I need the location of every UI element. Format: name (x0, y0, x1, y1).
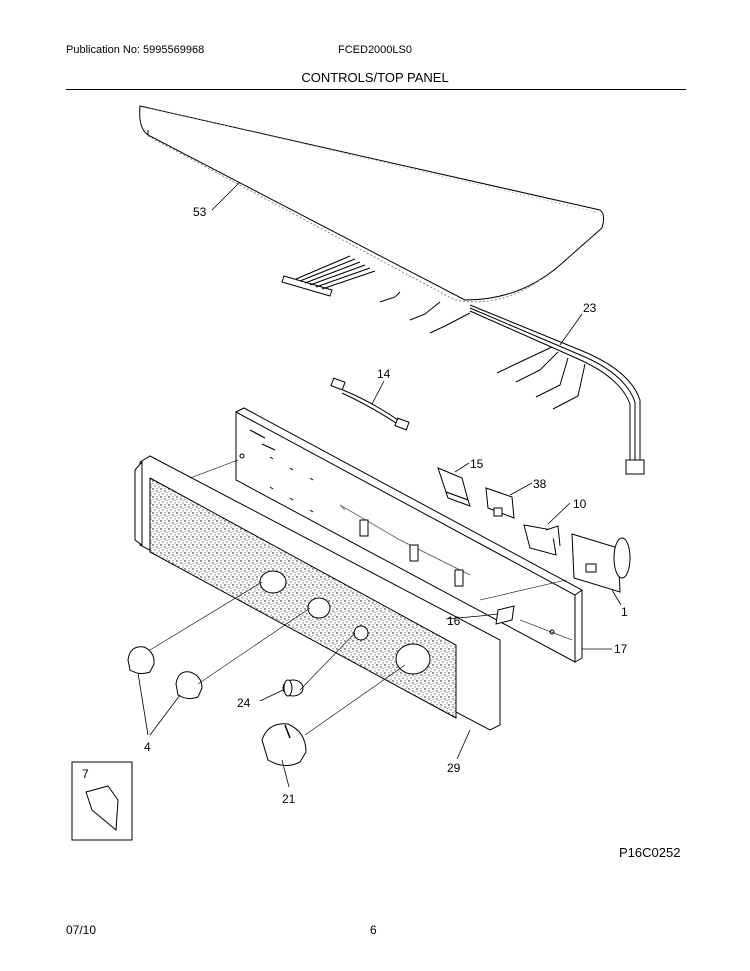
model-number: FCED2000LS0 (338, 44, 412, 56)
callout-7: 7 (82, 767, 89, 781)
footer-date: 07/10 (66, 923, 97, 937)
switch-part-10 (523, 524, 561, 556)
knob-part-21 (261, 723, 307, 766)
callout-14: 14 (377, 367, 391, 381)
callout-17: 17 (614, 642, 628, 656)
harness-connector (281, 255, 376, 297)
header-rule (66, 89, 686, 90)
timer-part-1 (571, 533, 631, 593)
callout-labels: 53 23 14 15 38 10 1 16 17 4 24 21 29 7 (82, 205, 628, 806)
callout-1: 1 (621, 605, 628, 619)
callout-29: 29 (447, 761, 461, 775)
callout-23: 23 (583, 301, 597, 315)
callout-15: 15 (470, 457, 484, 471)
jumper-wire-part-14 (330, 377, 410, 431)
callout-38: 38 (533, 477, 547, 491)
inset-part-7 (71, 761, 133, 841)
top-panel-part-53 (139, 105, 605, 303)
switch-part-16 (495, 605, 515, 625)
switch-part-15 (437, 467, 471, 507)
knob-part-24 (282, 679, 304, 697)
page-number: 6 (370, 923, 377, 937)
control-backplate-part-17 (235, 407, 583, 663)
switch-part-38 (485, 487, 515, 519)
assembly-lines (149, 459, 573, 736)
panel-terminals (379, 291, 471, 334)
callout-24: 24 (237, 696, 251, 710)
knobs-part-4 (127, 646, 203, 700)
console-front-part-29 (134, 455, 501, 731)
wire-harness-part-23 (469, 304, 645, 475)
callout-53: 53 (193, 205, 207, 219)
publication-number: Publication No: 5995569968 (66, 44, 205, 56)
callout-16: 16 (447, 614, 461, 628)
callout-10: 10 (573, 497, 587, 511)
callout-4: 4 (144, 740, 151, 754)
callout-21: 21 (282, 792, 296, 806)
page-title: CONTROLS/TOP PANEL (301, 70, 449, 85)
leader-lines (137, 181, 622, 788)
diagram-reference: P16C0252 (619, 845, 681, 860)
